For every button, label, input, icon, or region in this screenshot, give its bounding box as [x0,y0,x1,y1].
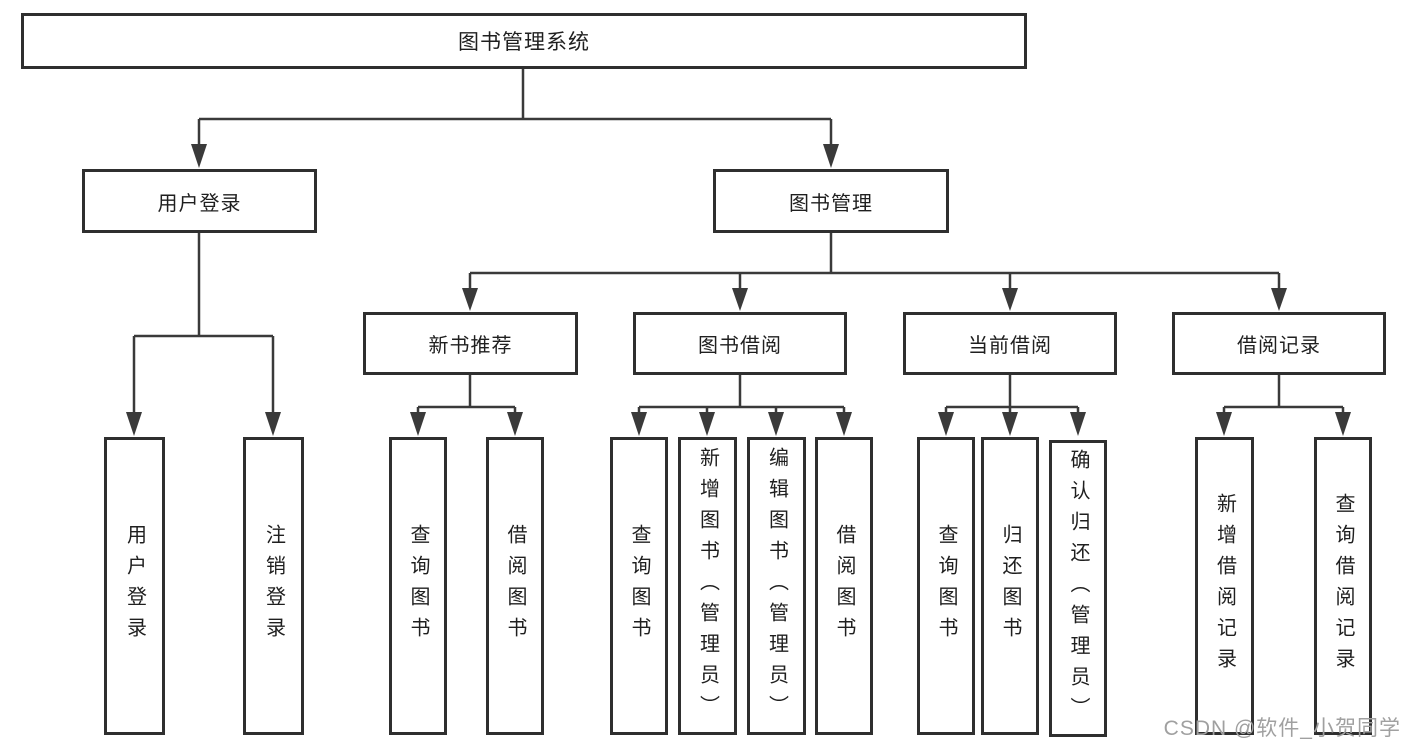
leaf-user-login-label: 用户登录 [123,524,146,648]
node-root-label: 图书管理系统 [458,31,590,54]
node-book-management-label: 图书管理 [789,192,873,215]
leaf-query-books-3-label: 查询图书 [935,524,957,648]
node-borrowing-records: 借阅记录 [1172,312,1386,375]
leaf-add-borrow-record: 新增借阅记录 [1195,437,1254,735]
leaf-user-login: 用户登录 [104,437,165,735]
node-borrowing-records-label: 借阅记录 [1237,335,1321,357]
node-book-borrowing: 图书借阅 [633,312,847,375]
leaf-borrow-books-1-label: 借阅图书 [504,524,526,648]
leaf-borrow-books-2-label: 借阅图书 [833,524,855,648]
node-book-management: 图书管理 [713,169,949,233]
arrowheads [126,144,1351,436]
leaf-confirm-return-admin: 确认归还（管理员） [1049,440,1107,737]
leaf-confirm-return-admin-label: 确认归还（管理员） [1067,449,1089,728]
leaf-query-books-2: 查询图书 [610,437,668,735]
leaf-query-borrow-record: 查询借阅记录 [1314,437,1372,735]
node-user-login: 用户登录 [82,169,317,233]
node-book-borrowing-label: 图书借阅 [698,335,782,357]
leaf-query-books-2-label: 查询图书 [628,524,650,648]
csdn-watermark: CSDN @软件_小贺同学 [1163,717,1401,740]
leaf-edit-book-admin: 编辑图书（管理员） [747,437,806,735]
leaf-query-books-3: 查询图书 [917,437,975,735]
node-current-borrowing-label: 当前借阅 [968,335,1052,357]
leaf-add-book-admin: 新增图书（管理员） [678,437,737,735]
leaf-add-borrow-record-label: 新增借阅记录 [1213,493,1236,679]
leaf-query-borrow-record-label: 查询借阅记录 [1332,493,1354,679]
node-new-book-recommend: 新书推荐 [363,312,578,375]
node-user-login-label: 用户登录 [157,192,242,215]
leaf-add-book-admin-label: 新增图书（管理员） [696,446,719,726]
leaf-borrow-books-2: 借阅图书 [815,437,873,735]
leaf-query-books-1-label: 查询图书 [407,524,429,648]
node-root: 图书管理系统 [21,13,1027,69]
leaf-logout-label: 注销登录 [262,524,285,648]
node-current-borrowing: 当前借阅 [903,312,1117,375]
leaf-borrow-books-1: 借阅图书 [486,437,544,735]
leaf-logout: 注销登录 [243,437,304,735]
node-new-book-recommend-label: 新书推荐 [428,335,513,357]
leaf-return-books: 归还图书 [981,437,1039,735]
leaf-edit-book-admin-label: 编辑图书（管理员） [765,446,788,726]
leaf-return-books-label: 归还图书 [999,524,1021,648]
leaf-query-books-1: 查询图书 [389,437,447,735]
